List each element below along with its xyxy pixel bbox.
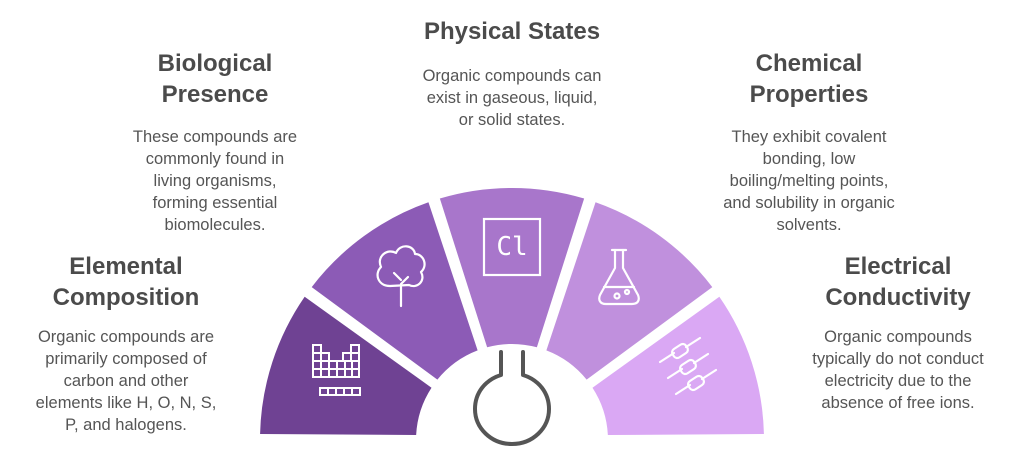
section-description: They exhibit covalent bonding, low boili…: [684, 126, 934, 236]
section-title: Physical States: [392, 16, 632, 47]
description-line: Organic compounds can: [422, 67, 602, 85]
title-line-1: Electrical: [844, 253, 952, 280]
section-title: Electrical Conductivity: [780, 251, 1016, 313]
description-line: elements like H, O, N, S,: [35, 394, 217, 412]
description-line: P, and halogens.: [65, 416, 187, 434]
description-line: and solubility in organic: [723, 194, 895, 212]
section-electrical-conductivity: Electrical Conductivity Organic compound…: [780, 251, 1016, 414]
section-description: Organic compounds typically do not condu…: [780, 326, 1016, 414]
description-line: electricity due to the: [824, 372, 972, 390]
title-line-1: Elemental: [69, 253, 183, 280]
description-line: carbon and other: [63, 372, 189, 390]
section-description: Organic compounds can exist in gaseous, …: [392, 65, 632, 131]
round-bottom-flask-icon: [473, 350, 551, 446]
title-line-2: Conductivity: [825, 284, 971, 311]
segment-biological-presence: [311, 202, 478, 380]
description-line: Organic compounds are: [37, 328, 215, 346]
title-line-1: Physical States: [423, 18, 601, 45]
section-physical-states: Physical States Organic compounds can ex…: [392, 16, 632, 131]
flask-icon: [598, 248, 640, 306]
description-line: primarily composed of: [45, 350, 207, 368]
title-line-2: Composition: [52, 284, 200, 311]
segment-physical-states: [439, 188, 585, 348]
section-chemical-properties: Chemical Properties They exhibit covalen…: [684, 48, 934, 236]
section-title: Chemical Properties: [684, 48, 934, 110]
section-biological-presence: Biological Presence These compounds are …: [95, 48, 335, 236]
description-line: biomolecules.: [164, 216, 266, 234]
section-title: Elemental Composition: [12, 251, 240, 313]
description-line: bonding, low: [762, 150, 856, 168]
description-line: Organic compounds: [824, 328, 972, 346]
description-line: commonly found in: [145, 150, 285, 168]
title-line-2: Presence: [161, 81, 269, 108]
description-line: solvents.: [776, 216, 842, 234]
description-line: boiling/melting points,: [729, 172, 889, 190]
description-line: exist in gaseous, liquid,: [426, 89, 598, 107]
description-line: forming essential: [152, 194, 278, 212]
description-line: absence of free ions.: [821, 394, 975, 412]
resistor-icon: [658, 336, 718, 396]
title-line-1: Biological: [157, 50, 273, 77]
section-description: Organic compounds are primarily composed…: [12, 326, 240, 436]
section-elemental-composition: Elemental Composition Organic compounds …: [12, 251, 240, 436]
description-line: They exhibit covalent: [731, 128, 887, 146]
description-line: These compounds are: [132, 128, 298, 146]
tree-icon: [376, 245, 426, 308]
title-line-2: Properties: [749, 81, 869, 108]
svg-text:Cl: Cl: [496, 232, 527, 262]
section-description: These compounds are commonly found in li…: [95, 126, 335, 236]
description-line: or solid states.: [458, 111, 566, 129]
chlorine-element-icon: Cl: [482, 217, 542, 277]
description-line: typically do not conduct: [812, 350, 984, 368]
segment-electrical-conductivity: [592, 296, 764, 436]
title-line-1: Chemical: [755, 50, 863, 77]
periodic-table-icon: [312, 344, 361, 396]
description-line: living organisms,: [153, 172, 277, 190]
section-title: Biological Presence: [95, 48, 335, 110]
